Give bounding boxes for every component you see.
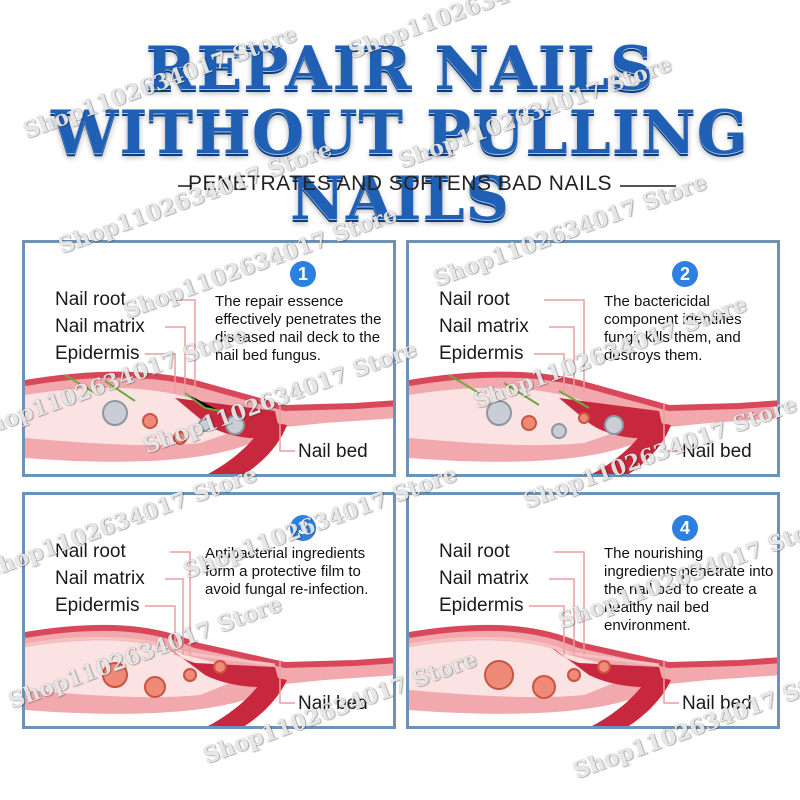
label-nail-root: Nail root — [439, 541, 510, 562]
label-nail-root: Nail root — [439, 289, 510, 310]
step-description-2: The bactericidal component identifies fu… — [604, 293, 742, 364]
label-nail-root: Nail root — [55, 541, 126, 562]
panel-1: Nail root Nail matrix Epidermis Nail bed… — [22, 240, 396, 477]
rule-right — [620, 185, 676, 187]
panel-2: Nail root Nail matrix Epidermis Nail bed… — [406, 240, 780, 477]
label-nail-matrix: Nail matrix — [55, 316, 145, 337]
step-badge-4: 4 — [672, 515, 698, 541]
label-nail-bed: Nail bed — [682, 693, 752, 714]
label-nail-bed: Nail bed — [298, 441, 368, 462]
label-epidermis: Epidermis — [55, 343, 140, 364]
label-epidermis: Epidermis — [439, 595, 524, 616]
nail-cross-section-illustration — [25, 299, 393, 474]
panel-3: Nail root Nail matrix Epidermis Nail bed… — [22, 492, 396, 729]
panel-4: Nail root Nail matrix Epidermis Nail bed… — [406, 492, 780, 729]
label-epidermis: Epidermis — [55, 595, 140, 616]
step-description-4: The nourishing ingredients penetrate int… — [604, 545, 774, 634]
subtitle: PENETRATES AND SOFTENS BAD NAILS — [187, 172, 613, 195]
rule-left — [178, 185, 192, 187]
nail-cross-section-illustration — [409, 299, 777, 474]
label-nail-matrix: Nail matrix — [439, 568, 529, 589]
step-description-1: The repair essence effectively penetrate… — [215, 293, 382, 364]
headline-line-2: WITHOUT PULLING NAILS — [51, 98, 749, 234]
label-nail-root: Nail root — [55, 289, 126, 310]
step-badge-1: 1 — [290, 261, 316, 287]
label-nail-matrix: Nail matrix — [439, 316, 529, 337]
label-nail-matrix: Nail matrix — [55, 568, 145, 589]
step-badge-2: 2 — [672, 261, 698, 287]
label-epidermis: Epidermis — [439, 343, 524, 364]
headline-line-1: REPAIR NAILS — [145, 34, 655, 104]
nail-cross-section-illustration — [409, 551, 777, 726]
step-description-3: Antibacterial ingredients form a protect… — [205, 545, 369, 598]
label-nail-bed: Nail bed — [682, 441, 752, 462]
step-badge-3: 3 — [290, 515, 316, 541]
nail-cross-section-illustration — [25, 551, 393, 726]
label-nail-bed: Nail bed — [298, 693, 368, 714]
